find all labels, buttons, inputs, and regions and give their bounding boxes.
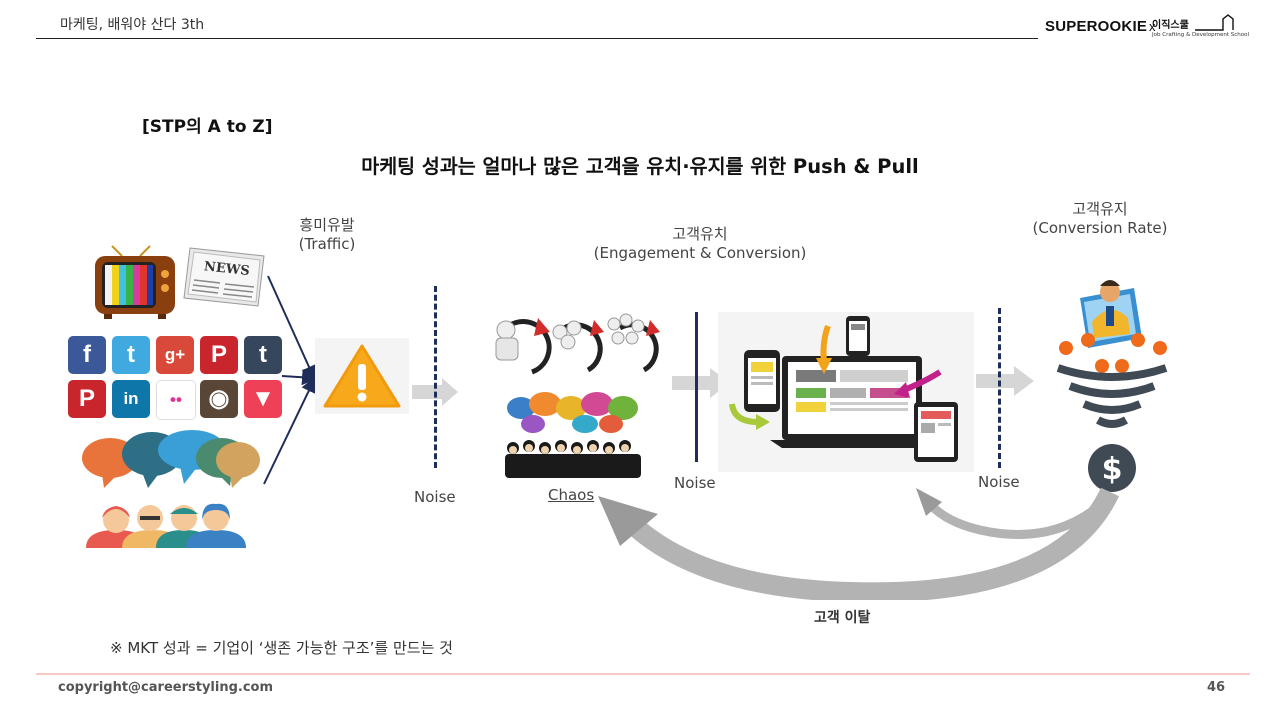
converging-arrows <box>263 275 318 485</box>
churn-label: 고객 이탈 <box>814 610 871 626</box>
instagram-icon: ◉ <box>200 380 238 418</box>
churn-arrow <box>598 488 1120 600</box>
stage2-subtitle: (Engagement & Conversion) <box>593 244 807 262</box>
page-number: 46 <box>1207 680 1226 695</box>
facebook-icon: f <box>68 336 106 374</box>
noise-divider-1 <box>434 286 437 468</box>
footnote: ※ MKT 성과 = 기업이 ‘생존 가능한 구조’를 만드는 것 <box>110 639 453 657</box>
stage1-subtitle: (Traffic) <box>298 235 356 253</box>
stage1-label: 흥미유발 (Traffic) <box>262 216 392 254</box>
svg-text:$: $ <box>1102 452 1123 487</box>
newspaper-icon: NEWS <box>183 247 265 307</box>
google-plus-icon: g+ <box>156 336 194 374</box>
header-divider <box>36 38 1038 39</box>
noise-divider-3 <box>998 308 1001 468</box>
stage3-label: 고객유지 (Conversion Rate) <box>1020 200 1180 238</box>
brand-partner: 이직스쿨 <box>1152 20 1189 31</box>
noise-label-3: Noise <box>978 473 1020 491</box>
linkedin-icon: in <box>112 380 150 418</box>
slide-title: 마케팅 성과는 얼마나 많은 고객을 유치·유지를 위한 Push & Pull <box>361 155 919 178</box>
warning-icon <box>315 338 409 414</box>
flickr-icon: •• <box>156 380 196 420</box>
copyright: copyright@careerstyling.com <box>58 680 274 695</box>
house-logo-icon <box>1195 14 1234 31</box>
stage2-label: 고객유치 (Engagement & Conversion) <box>580 225 820 263</box>
conversion-funnel-icon: $ <box>1056 280 1168 492</box>
stage2-title: 고객유치 <box>672 225 728 243</box>
section-label: [STP의 A to Z] <box>142 117 273 137</box>
noise-label-2: Noise <box>674 474 716 492</box>
header-title: 마케팅, 배워야 산다 3th <box>60 17 205 33</box>
flow-arrow-3 <box>976 366 1034 396</box>
stage1-title: 흥미유발 <box>299 216 355 234</box>
chaos-label: Chaos <box>548 486 595 504</box>
footer-divider <box>36 673 1250 675</box>
news-text: NEWS <box>203 259 250 279</box>
noise-label-1: Noise <box>414 488 456 506</box>
pinterest-icon: P <box>200 336 238 374</box>
tv-icon <box>95 245 175 319</box>
pocket-icon: ▼ <box>244 380 282 418</box>
flow-arrow-2 <box>672 368 730 398</box>
stage3-title: 고객유지 <box>1072 200 1128 218</box>
brand-subtitle: Job Crafting & Development School <box>1152 32 1250 38</box>
multi-device-icon <box>718 312 974 472</box>
noise-divider-2 <box>695 312 698 462</box>
stage3-subtitle: (Conversion Rate) <box>1032 219 1168 237</box>
brand-x: x <box>1149 19 1156 34</box>
pinterest-icon: P <box>68 380 106 418</box>
twitter-icon: t <box>112 336 150 374</box>
tumblr-icon: t <box>244 336 282 374</box>
brand-name: SUPEROOKIE <box>1045 18 1148 35</box>
people-avatars-icon <box>86 503 246 548</box>
crowd-cycle-icon <box>495 313 660 375</box>
speech-bubbles-icon <box>82 430 260 488</box>
chaos-crowd-icon <box>505 392 641 478</box>
